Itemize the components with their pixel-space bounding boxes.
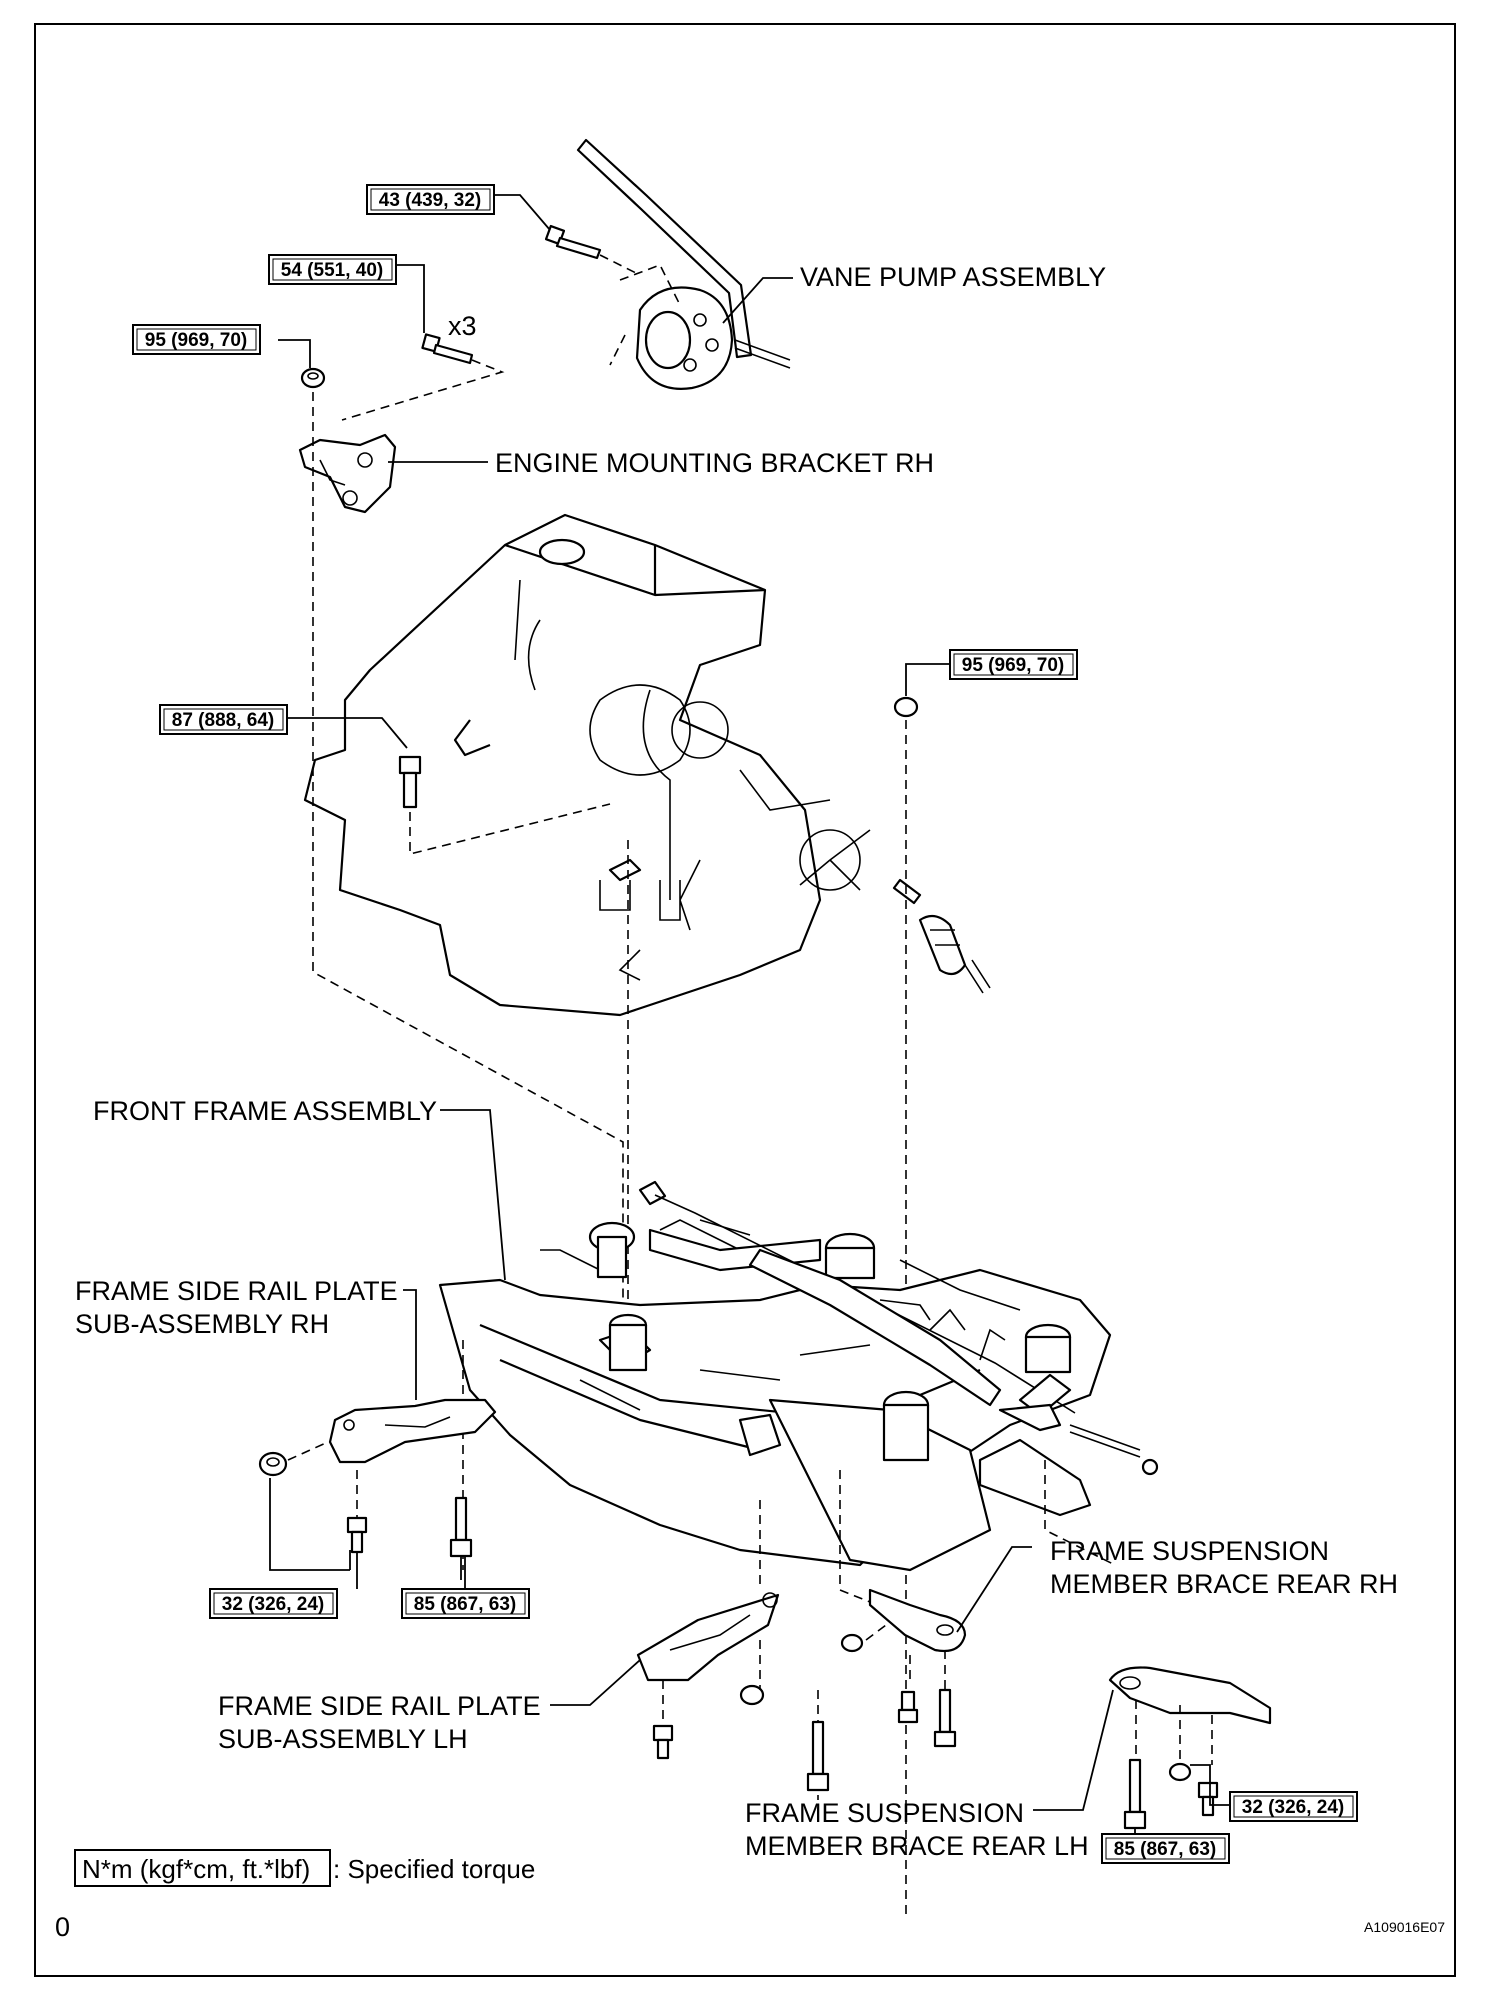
- page-border: [34, 23, 1456, 1977]
- svg-text:95 (969, 70): 95 (969, 70): [962, 655, 1064, 676]
- torque-box-engine-nut: 95 (969, 70): [949, 649, 1078, 680]
- rail-rh-nut: [258, 1451, 288, 1477]
- label-side-rail-lh-2: SUB-ASSEMBLY LH: [218, 1724, 468, 1754]
- label-vane-pump: VANE PUMP ASSEMBLY: [800, 262, 1106, 292]
- brace-rh-nut: [840, 1633, 864, 1653]
- brace-lh-nut: [1168, 1762, 1192, 1782]
- label-side-rail-lh-1: FRAME SIDE RAIL PLATE: [218, 1691, 541, 1721]
- svg-text:54 (551, 40): 54 (551, 40): [281, 260, 383, 281]
- engine-nut: [893, 696, 919, 718]
- torque-box-bracket-bolts: 54 (551, 40): [268, 254, 397, 285]
- rail-lh-nut: [739, 1684, 765, 1706]
- svg-text:32 (326, 24): 32 (326, 24): [222, 1594, 324, 1615]
- legend-specified-torque: N*m (kgf*cm, ft.*lbf) : Specified torque: [74, 1849, 535, 1887]
- rail-rh-bolt-long: [449, 1496, 473, 1558]
- rail-rh-bolt-short: [346, 1516, 368, 1554]
- label-front-frame: FRONT FRAME ASSEMBLY: [93, 1096, 437, 1126]
- left-bolt: [398, 755, 422, 809]
- label-brace-rh-2: MEMBER BRACE REAR RH: [1050, 1569, 1398, 1599]
- svg-text:32 (326, 24): 32 (326, 24): [1242, 1797, 1344, 1818]
- svg-text:85 (867, 63): 85 (867, 63): [1114, 1839, 1216, 1860]
- bracket-nut: [300, 367, 326, 389]
- frame-suspension-member-brace-rear-rh: [868, 1588, 967, 1653]
- torque-box-pump-bolt: 43 (439, 32): [366, 184, 495, 215]
- label-engine-bracket: ENGINE MOUNTING BRACKET RH: [495, 448, 934, 478]
- label-side-rail-rh-1: FRAME SIDE RAIL PLATE: [75, 1276, 398, 1306]
- frame-suspension-member-brace-rear-lh: [1108, 1666, 1272, 1725]
- torque-box-brace-lh-nut-bolt: 32 (326, 24): [1229, 1791, 1358, 1822]
- label-qty-x3: x3: [448, 311, 477, 341]
- brace-rh-bolt-b: [933, 1688, 957, 1748]
- label-brace-lh-2: MEMBER BRACE REAR LH: [745, 1831, 1089, 1861]
- engine-mounting-bracket: [298, 433, 397, 514]
- frame-side-rail-plate-rh: [328, 1398, 497, 1464]
- bracket-bolt: [421, 333, 474, 365]
- label-brace-rh-1: FRAME SUSPENSION: [1050, 1536, 1329, 1566]
- label-side-rail-rh-2: SUB-ASSEMBLY RH: [75, 1309, 329, 1339]
- torque-box-rail-rh-long-bolt: 85 (867, 63): [401, 1588, 530, 1619]
- torque-box-rail-rh-nut-bolt: 32 (326, 24): [209, 1588, 338, 1619]
- brace-lh-bolt-short: [1197, 1781, 1219, 1817]
- label-brace-lh-1: FRAME SUSPENSION: [745, 1798, 1024, 1828]
- vane-pump-assembly: [576, 138, 791, 390]
- torque-box-left-bolt: 87 (888, 64): [159, 704, 288, 735]
- svg-text:87 (888, 64): 87 (888, 64): [172, 710, 274, 731]
- svg-text:43 (439, 32): 43 (439, 32): [379, 190, 481, 211]
- rail-lh-bolt-short: [652, 1724, 674, 1760]
- svg-text:95 (969, 70): 95 (969, 70): [145, 330, 247, 351]
- svg-text:85 (867, 63): 85 (867, 63): [414, 1594, 516, 1615]
- front-frame-assembly: [438, 1180, 1159, 1572]
- brace-rh-bolt-a: [897, 1690, 919, 1724]
- figure-code: A109016E07: [1364, 1919, 1445, 1935]
- frame-side-rail-plate-lh: [636, 1592, 780, 1682]
- pump-bolt: [544, 224, 602, 260]
- brace-lh-bolt-long: [1123, 1758, 1147, 1830]
- legend-text: : Specified torque: [333, 1854, 535, 1884]
- torque-box-bracket-nut: 95 (969, 70): [132, 324, 261, 355]
- page-marker: 0: [55, 1912, 70, 1942]
- legend-units: N*m (kgf*cm, ft.*lbf): [82, 1854, 310, 1884]
- engine-transaxle: [303, 513, 991, 1017]
- rail-lh-bolt-long: [806, 1720, 830, 1792]
- torque-box-brace-lh-long-bolt: 85 (867, 63): [1101, 1833, 1230, 1864]
